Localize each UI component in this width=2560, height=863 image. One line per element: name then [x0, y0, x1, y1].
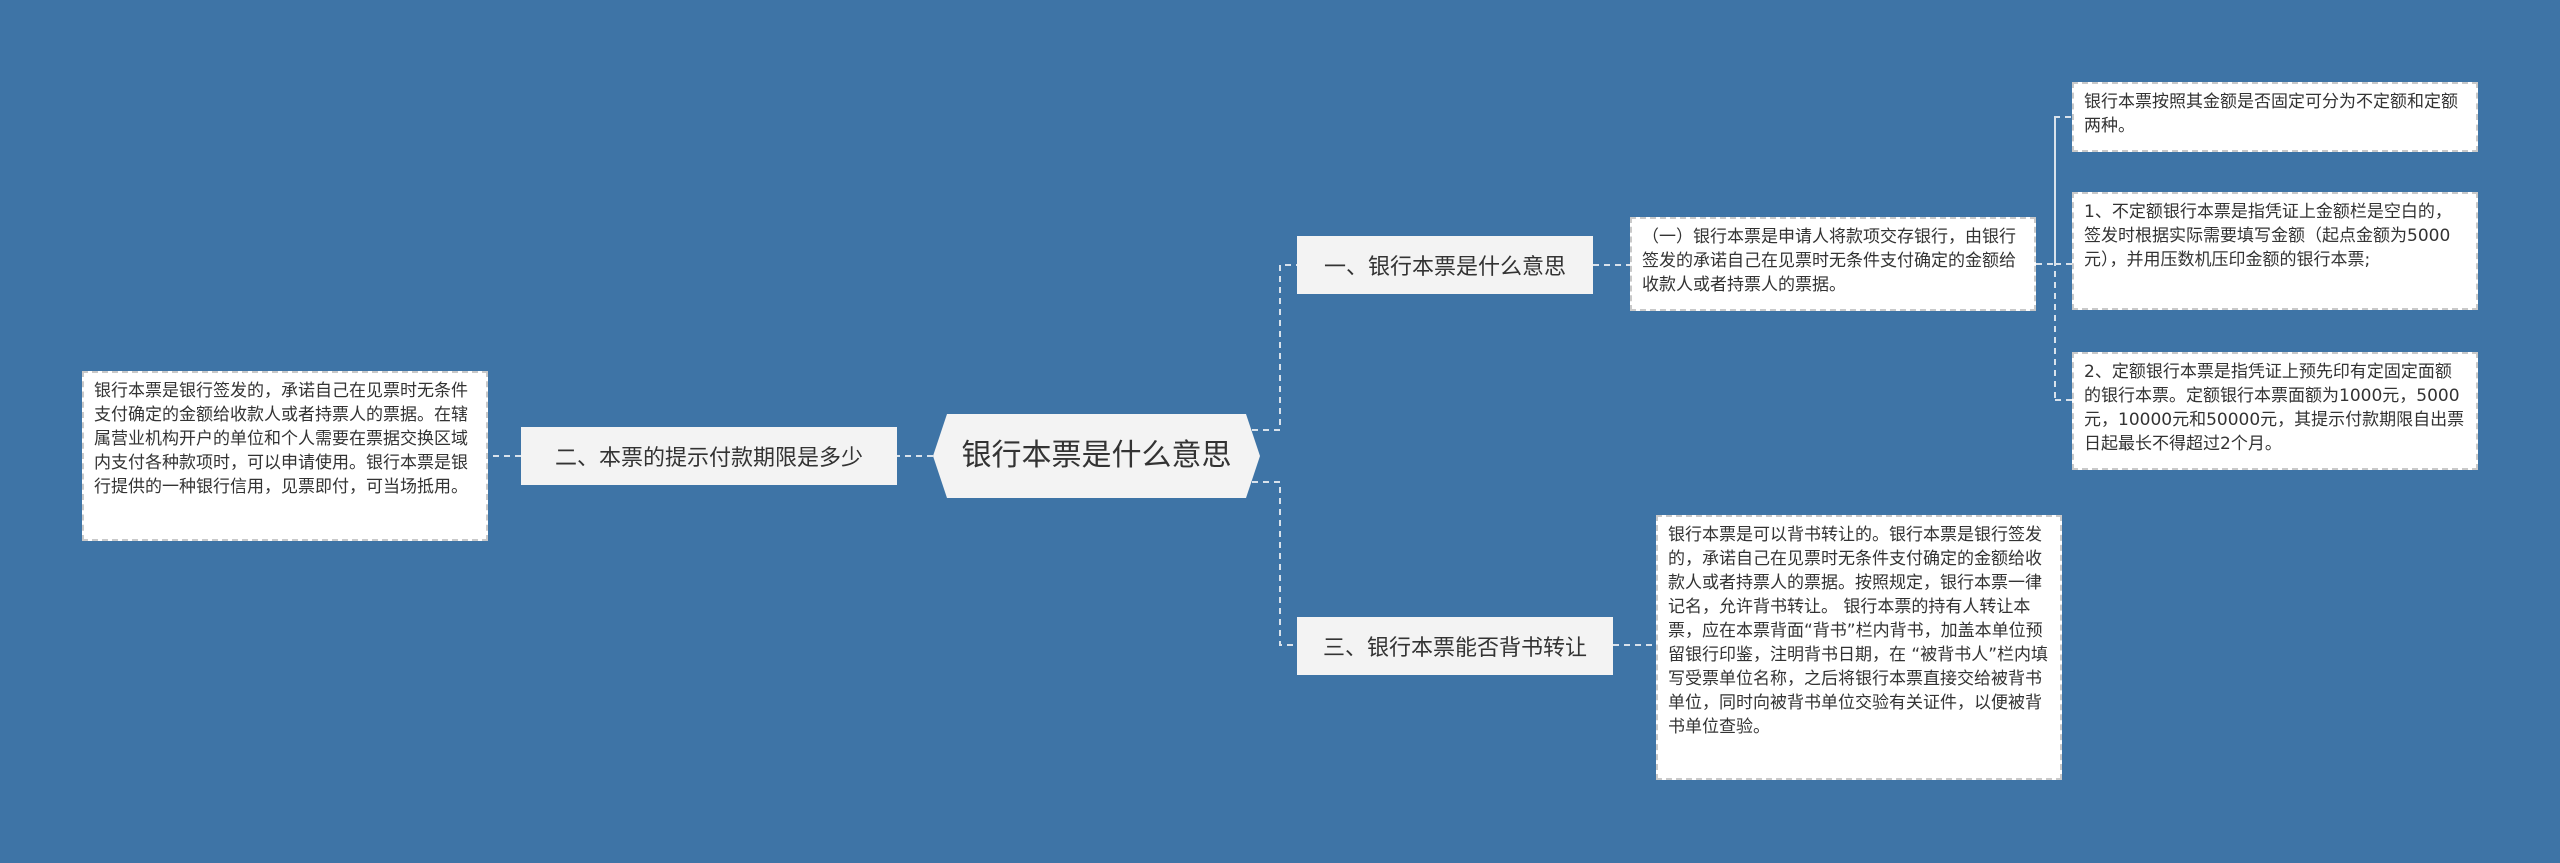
root-node[interactable]: 银行本票是什么意思 [933, 414, 1260, 498]
branch-node-endorsement[interactable]: 三、银行本票能否背书转让 [1297, 617, 1613, 675]
connector-root-branch1 [1252, 264, 1297, 431]
branch-node-payment-period[interactable]: 二、本票的提示付款期限是多少 [521, 427, 897, 485]
detail-note-definition[interactable]: （一）银行本票是申请人将款项交存银行，由银行签发的承诺自己在见票时无条件支付确定… [1630, 217, 2036, 311]
connector-root-branch3 [1252, 481, 1297, 646]
connector-detail-children [2036, 116, 2072, 401]
detail-note-endorsement[interactable]: 银行本票是可以背书转让的。银行本票是银行签发的，承诺自己在见票时无条件支付确定的… [1656, 515, 2062, 780]
child-note-variable-amount[interactable]: 1、不定额银行本票是指凭证上金额栏是空白的，签发时根据实际需要填写金额（起点金额… [2072, 192, 2478, 310]
branch-node-meaning[interactable]: 一、银行本票是什么意思 [1297, 236, 1593, 294]
child-note-fixed-amount[interactable]: 2、定额银行本票是指凭证上预先印有定固定面额的银行本票。定额银行本票面额为100… [2072, 352, 2478, 470]
detail-note-payment-period[interactable]: 银行本票是银行签发的，承诺自己在见票时无条件支付确定的金额给收款人或者持票人的票… [82, 371, 488, 541]
child-note-types[interactable]: 银行本票按照其金额是否固定可分为不定额和定额两种。 [2072, 82, 2478, 152]
